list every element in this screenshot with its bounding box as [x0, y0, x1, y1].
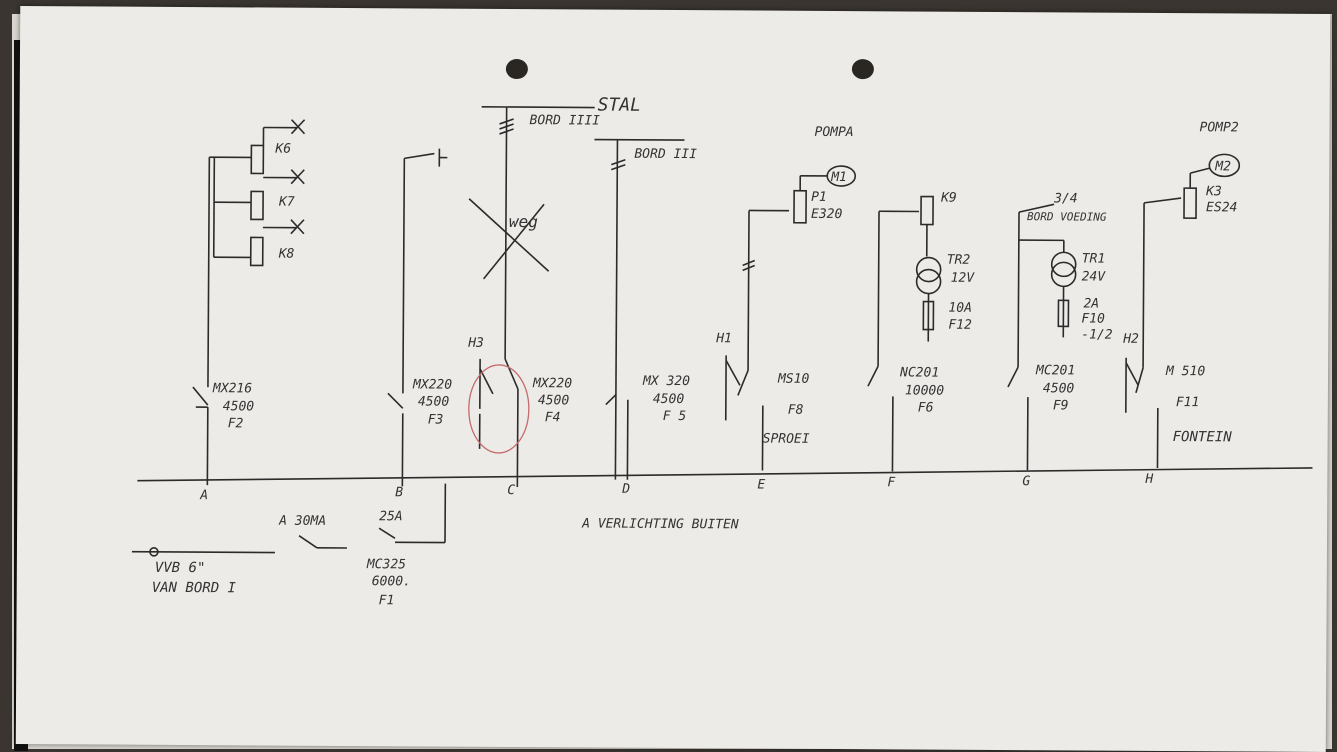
fuse-f12-label: F12 [948, 318, 972, 333]
pomp2-title: POMP2 [1199, 120, 1238, 135]
busbar [137, 461, 1312, 488]
verlichting-note: A VERLICHTING BUITEN [581, 516, 739, 532]
tr2-label: TR2 [947, 253, 971, 268]
bord2-label: BORD ΙΙΙ [634, 147, 697, 162]
punch-hole-left [506, 59, 528, 79]
breaker-h-fuse: F11 [1176, 395, 1200, 410]
circuit-f [867, 196, 941, 471]
main-breaker-type: MC325 [366, 557, 406, 572]
circuit-a [192, 119, 304, 486]
relay-k7-label: K7 [278, 195, 295, 210]
breaker-d-rating: 4500 [653, 392, 685, 407]
circuit-c [467, 107, 594, 488]
bord3-label: BORD ΙΙΙΙ [530, 113, 601, 128]
relay-k3-label: K3 [1205, 184, 1222, 199]
tr2-voltage: 12V [951, 271, 976, 286]
punch-hole-right [852, 59, 874, 79]
relay-k3-type: ES24 [1206, 200, 1237, 215]
highlight-circle [469, 365, 530, 453]
bus-g: G [1022, 474, 1030, 489]
bus-h: H [1144, 472, 1153, 487]
breaker-b-fuse: F3 [428, 413, 444, 428]
pompa-title: POMPA [814, 125, 853, 140]
main-breaker-fuse: F1 [379, 593, 395, 608]
breaker-g-type: MC201 [1035, 363, 1075, 378]
breaker-a-fuse: F2 [228, 416, 244, 431]
breaker-e-fuse: F8 [788, 403, 804, 418]
circuit-g [1007, 204, 1076, 470]
breaker-f-type: NC201 [899, 365, 939, 380]
weg-note: weg [509, 212, 538, 231]
bord-voeding-label: BORD VOEDING [1027, 210, 1107, 223]
switch-h3-label: H3 [467, 336, 484, 351]
bus-d: D [621, 482, 630, 497]
relay-k9-label: K9 [940, 191, 957, 206]
breaker-b-rating: 4500 [418, 394, 450, 409]
fuse-f10-note: -1/2 [1081, 327, 1113, 342]
motor-m1-label: M1 [830, 170, 847, 185]
stal-label: STAL [598, 95, 641, 116]
schematic-diagram: STAL BORD ΙΙΙΙ BORD ΙΙΙ K6 K7 K8 MX216 4… [16, 6, 1330, 752]
breaker-a-rating: 4500 [223, 399, 255, 414]
relay-p1-label: P1 [811, 190, 827, 205]
rcd-rating: 25A [379, 509, 403, 524]
motor-m2-label: M2 [1214, 159, 1231, 174]
bus-a: A [199, 488, 208, 503]
paper-sheet: STAL BORD ΙΙΙΙ BORD ΙΙΙ K6 K7 K8 MX216 4… [16, 6, 1330, 752]
rcd-label: A 30MA [278, 514, 326, 529]
breaker-g-fuse: F9 [1053, 398, 1069, 413]
relay-k6-label: K6 [274, 142, 291, 157]
sproei-label: SPROEI [763, 432, 810, 447]
breaker-a-type: MX216 [212, 381, 252, 396]
breaker-f-rating: 10000 [905, 383, 944, 398]
fuse-f10-rating: 2A [1083, 297, 1099, 312]
breaker-h-type: M 510 [1165, 364, 1205, 379]
bus-b: B [395, 485, 403, 500]
fuse-f10-label: F10 [1081, 311, 1105, 326]
relay-k8-label: K8 [278, 247, 295, 262]
circuit-b [387, 148, 447, 486]
breaker-c-fuse: F4 [545, 410, 561, 425]
feed-ratio: 3/4 [1053, 191, 1078, 206]
source-cable: VVB 6" [155, 560, 206, 576]
bus-f: F [887, 475, 896, 490]
breaker-c-rating: 4500 [538, 393, 570, 408]
breaker-d-fuse: F 5 [663, 409, 687, 424]
tr1-label: TR1 [1082, 251, 1106, 266]
source-origin: VAN BORD I [152, 580, 237, 597]
relay-p1-type: E320 [811, 207, 843, 222]
main-breaker-rating: 6000. [372, 574, 411, 589]
breaker-d-type: MX 320 [642, 374, 690, 389]
switch-h1-label: H1 [715, 331, 732, 346]
circuit-d [592, 140, 684, 481]
breaker-b-type: MX220 [412, 377, 452, 392]
fontein-label: FONTEIN [1173, 429, 1233, 445]
breaker-f-fuse: F6 [918, 400, 934, 415]
breaker-g-rating: 4500 [1043, 381, 1075, 396]
tr1-voltage: 24V [1082, 269, 1107, 284]
bus-c: C [507, 483, 515, 498]
breaker-e-type: MS10 [777, 372, 810, 387]
breaker-c-type: MX220 [532, 376, 572, 391]
fuse-f12-rating: 10A [948, 301, 972, 316]
switch-h2-label: H2 [1122, 332, 1139, 347]
bus-e: E [757, 478, 765, 493]
